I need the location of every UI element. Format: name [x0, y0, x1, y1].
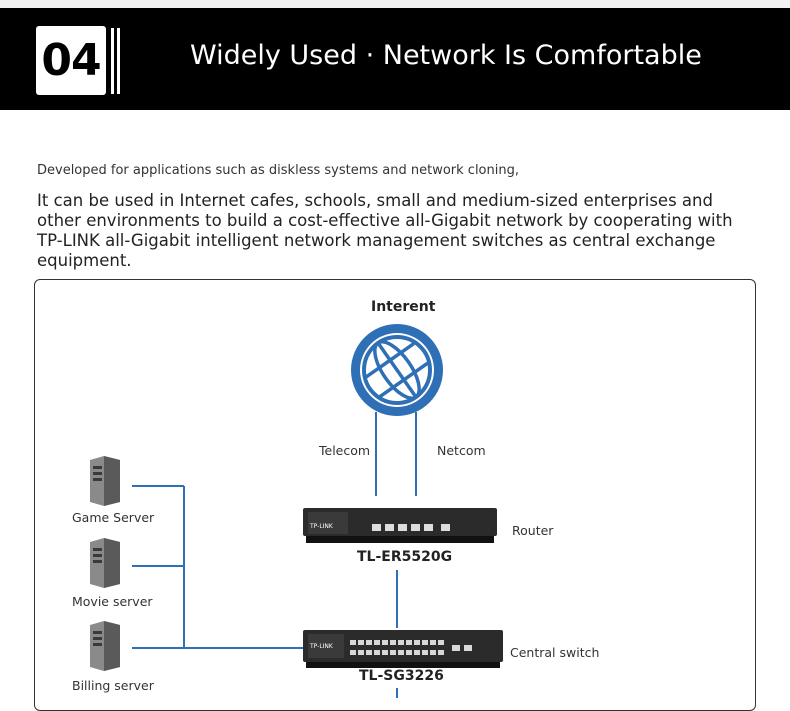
network-links: [132, 412, 417, 698]
router-device-icon: [303, 508, 497, 543]
badge-bar-2: [117, 28, 120, 94]
billing-server-label: Billing server: [72, 678, 154, 693]
intro-body-text: It can be used in Internet cafes, school…: [37, 191, 733, 270]
internet-globe-icon: [351, 324, 443, 416]
top-strip: [0, 0, 790, 8]
game-server-label: Game Server: [72, 510, 155, 525]
router-brand-label: TP-LINK: [310, 523, 333, 530]
switch-device-icon: [303, 630, 503, 668]
section-number-badge: 04: [36, 26, 106, 95]
movie-server-label: Movie server: [72, 594, 153, 609]
badge-bar-1: [111, 28, 114, 94]
internet-label: Interent: [371, 299, 436, 315]
netcom-label: Netcom: [437, 443, 486, 458]
game-server-icon: [90, 456, 120, 506]
router-label: Router: [512, 523, 554, 538]
movie-server-icon: [90, 538, 120, 588]
section-title: Widely Used · Network Is Comfortable: [190, 40, 702, 71]
router-model-label: TL-ER5520G: [357, 549, 453, 565]
section-banner: 04 Widely Used · Network Is Comfortable: [0, 8, 790, 110]
switch-model-label: TL-SG3226: [359, 668, 444, 684]
billing-server-icon: [90, 621, 120, 671]
telecom-label: Telecom: [319, 443, 371, 458]
intro-lead-text: Developed for applications such as diskl…: [37, 163, 519, 178]
switch-brand-label: TP-LINK: [310, 643, 333, 650]
switch-label: Central switch: [510, 645, 600, 660]
